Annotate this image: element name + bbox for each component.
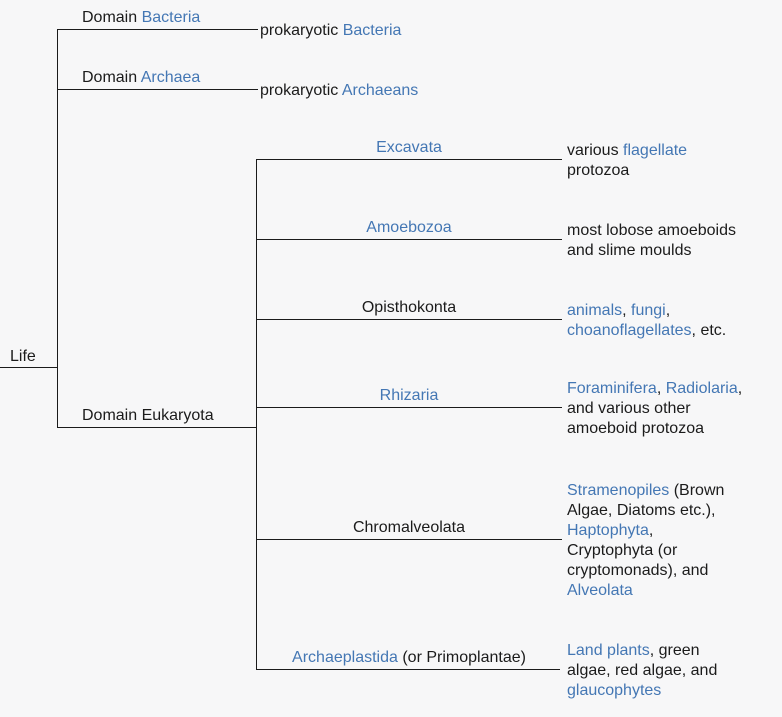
plain-text: various [567,142,624,159]
plain-text: (Brown [669,482,725,499]
branch-line-opisthokonta [256,319,562,320]
domain-archaea-label: Domain Archaea [82,68,200,88]
plain-text: , [737,380,743,397]
description-line: Stramenopiles (Brown [567,481,724,501]
description-line: animals, fungi, [567,301,726,321]
plain-text: , etc. [691,322,727,339]
plain-text: Cryptophyta (or [567,542,678,559]
description-line: glaucophytes [567,681,717,701]
domain-bacteria-label: Domain Bacteria [82,8,200,28]
clade-chromalveolata-label: Chromalveolata [256,518,562,538]
description-line: protozoa [567,161,687,181]
plain-text: , green [649,642,700,659]
link-text[interactable]: Amoebozoa [366,219,452,236]
description-line: cryptomonads), and [567,561,724,581]
link-text[interactable]: Land plants [567,642,650,659]
link-text[interactable]: Bacteria [141,9,201,26]
description-line: Algae, Diatoms etc.), [567,501,724,521]
description-line: Alveolata [567,581,724,601]
life-branch-line [0,367,58,368]
plain-text: prokaryotic [260,22,343,39]
description-line: prokaryotic Archaeans [260,81,418,101]
domain-eukaryota-label: Domain Eukaryota [82,406,214,426]
plain-text: protozoa [567,162,630,179]
description-line: and various other [567,399,742,419]
branch-line-domain-bacteria [57,29,258,30]
description-line: Cryptophyta (or [567,541,724,561]
link-text[interactable]: Archaeplastida [292,649,398,666]
archaea-description: prokaryotic Archaeans [260,81,418,101]
clade-archaeplastida-label: Archaeplastida (or Primoplantae) [256,648,562,668]
link-text[interactable]: Foraminifera [567,380,657,397]
plain-text: Chromalveolata [352,519,466,536]
life-label: Life [10,348,36,365]
branch-line-archaeplastida [256,669,560,670]
plain-text: and various other [567,400,691,417]
description-line: Land plants, green [567,641,717,661]
branch-line-amoebozoa [256,239,562,240]
plain-text: Domain [82,9,142,26]
rhizaria-description: Foraminifera, Radiolaria, and various ot… [567,379,742,439]
chromalveolata-description: Stramenopiles (Brown Algae, Diatoms etc.… [567,481,724,601]
link-text[interactable]: Stramenopiles [567,482,670,499]
description-line: amoeboid protozoa [567,419,742,439]
clade-excavata-label: Excavata [256,138,562,158]
plain-text: algae, red algae, and [567,662,718,679]
clade-amoebozoa-label: Amoebozoa [256,218,562,238]
branch-line-excavata [256,159,562,160]
excavata-description: various flagellate protozoa [567,141,687,181]
plain-text: , [665,302,671,319]
plain-text: , [648,522,654,539]
plain-text: amoeboid protozoa [567,420,704,437]
link-text[interactable]: glaucophytes [567,682,662,699]
link-text[interactable]: animals [567,302,623,319]
link-text[interactable]: Excavata [376,139,442,156]
plain-text: (or Primoplantae) [397,649,526,666]
description-line: prokaryotic Bacteria [260,21,401,41]
link-text[interactable]: flagellate [623,142,688,159]
plain-text: and slime moulds [567,242,692,259]
link-text[interactable]: choanoflagellates [567,322,692,339]
bacteria-description: prokaryotic Bacteria [260,21,401,41]
plain-text: Domain [82,69,141,86]
description-line: Foraminifera, Radiolaria, [567,379,742,399]
archaeplastida-description: Land plants, green algae, red algae, and… [567,641,717,701]
link-text[interactable]: Haptophyta [567,522,649,539]
clade-rhizaria-label: Rhizaria [256,386,562,406]
plain-text: Opisthokonta [361,299,457,316]
link-text[interactable]: fungi [631,302,666,319]
plain-text: Algae, Diatoms etc.), [567,502,716,519]
description-line: most lobose amoeboids [567,221,736,241]
link-text[interactable]: Archaea [140,69,201,86]
plain-text: , [622,302,632,319]
plain-text: cryptomonads), and [567,562,709,579]
link-text[interactable]: Radiolaria [665,380,738,397]
description-line: Haptophyta, [567,521,724,541]
branch-line-domain-archaea [57,89,258,90]
life-trunk-line [57,29,58,428]
plain-text: prokaryotic [260,82,342,99]
link-text[interactable]: Alveolata [567,582,633,599]
branch-line-domain-eukaryota [57,427,257,428]
eukaryota-trunk-line [256,159,257,670]
clade-opisthokonta-label: Opisthokonta [256,298,562,318]
plain-text: Domain Eukaryota [82,407,214,424]
link-text[interactable]: Bacteria [342,22,402,39]
link-text[interactable]: Rhizaria [379,387,439,404]
branch-line-rhizaria [256,407,562,408]
opisthokonta-description: animals, fungi, choanoflagellates, etc. [567,301,726,341]
branch-line-chromalveolata [256,539,562,540]
plain-text: most lobose amoeboids [567,222,736,239]
link-text[interactable]: Archaeans [341,82,419,99]
description-line: choanoflagellates, etc. [567,321,726,341]
description-line: and slime moulds [567,241,736,261]
plain-text: , [656,380,666,397]
description-line: various flagellate [567,141,687,161]
description-line: algae, red algae, and [567,661,717,681]
amoebozoa-description: most lobose amoeboids and slime moulds [567,221,736,261]
